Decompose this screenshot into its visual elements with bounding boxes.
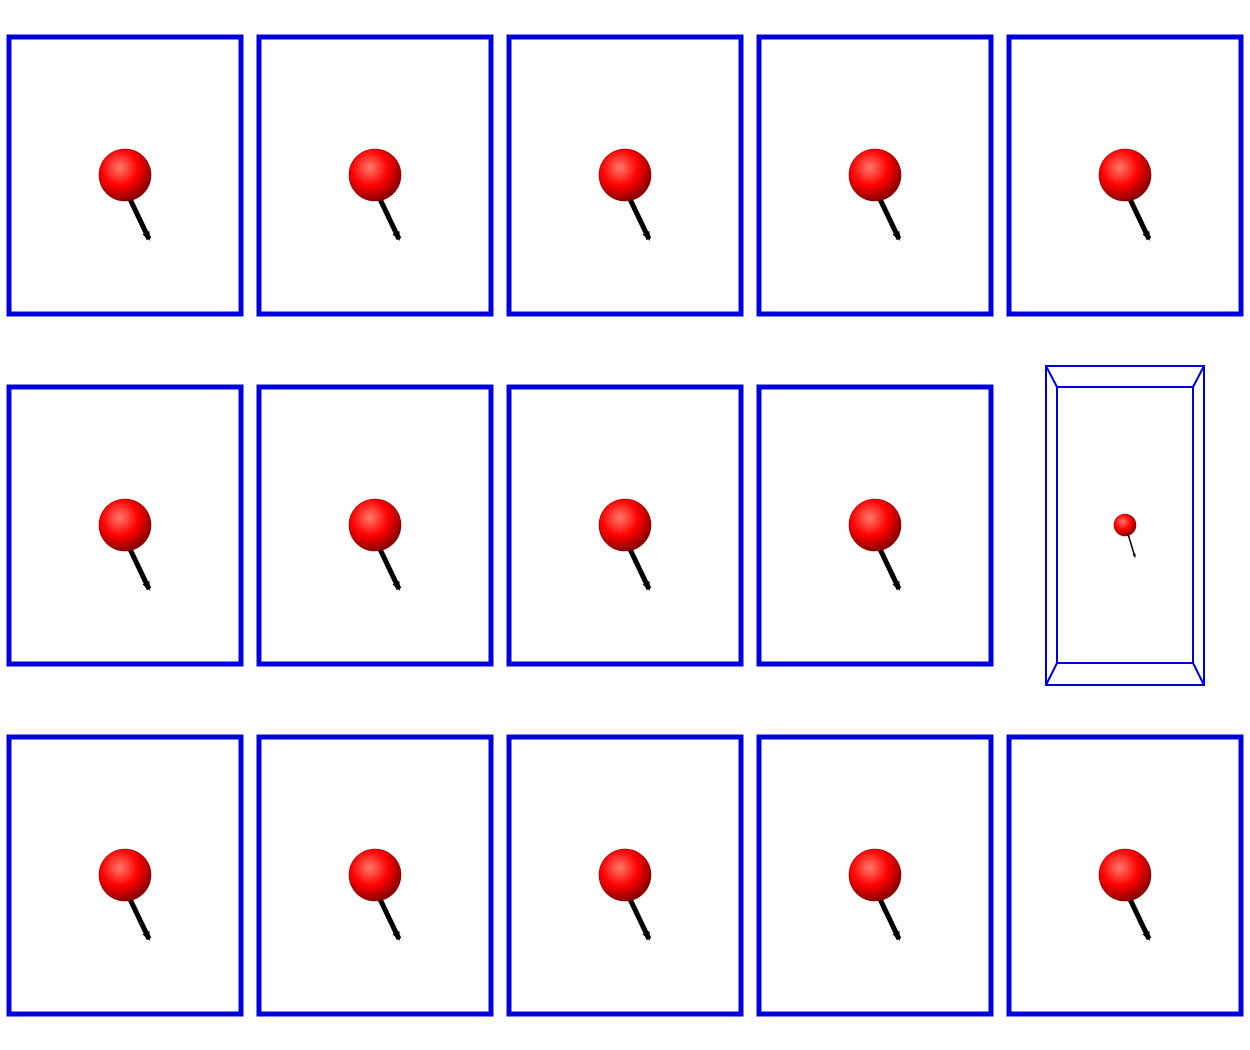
square-frame-icon [756,34,994,317]
red-sphere-icon [348,148,402,202]
velocity-arrow-icon [1126,195,1152,241]
velocity-arrow-icon [1126,895,1152,941]
square-frame-icon [1006,734,1244,1017]
square-frame-icon [6,384,244,667]
square-frame-icon [256,34,494,317]
panel-r1-c1 [256,384,494,667]
velocity-arrow-icon [876,195,902,241]
panel-r0-c3 [756,34,994,317]
panel-r2-c2 [506,734,744,1017]
panel-r1-c0 [6,384,244,667]
red-sphere-icon [848,848,902,902]
panel-r2-c3 [756,734,994,1017]
panel-r0-c0 [6,34,244,317]
square-frame-icon [506,34,744,317]
red-sphere-icon [598,848,652,902]
velocity-arrow-icon [626,545,652,591]
red-sphere-icon [98,848,152,902]
red-sphere-icon [598,498,652,552]
red-sphere-icon [348,498,402,552]
red-sphere-icon [348,848,402,902]
panels-layer [6,34,1244,1017]
red-sphere-icon [598,148,652,202]
square-frame-icon [756,384,994,667]
velocity-arrow-icon [876,545,902,591]
red-sphere-icon [1098,848,1152,902]
red-sphere-icon [1113,513,1137,537]
square-frame-icon [6,734,244,1017]
velocity-arrow-icon [1127,533,1136,558]
panel-r1-c2 [506,384,744,667]
velocity-arrow-icon [126,895,152,941]
red-sphere-icon [98,148,152,202]
square-frame-icon [506,734,744,1017]
square-frame-icon [1006,34,1244,317]
panel-r2-c0 [6,734,244,1017]
panel-r0-c2 [506,34,744,317]
red-sphere-icon [1098,148,1152,202]
square-frame-icon [756,734,994,1017]
red-sphere-icon [848,498,902,552]
panel-r1-c3 [756,384,994,667]
velocity-arrow-icon [376,545,402,591]
square-frame-icon [256,384,494,667]
velocity-arrow-icon [126,195,152,241]
red-sphere-icon [98,498,152,552]
velocity-arrow-icon [126,545,152,591]
square-frame-icon [506,384,744,667]
panel-r2-c1 [256,734,494,1017]
panel-r2-c4 [1006,734,1244,1017]
velocity-arrow-icon [626,195,652,241]
panel-r0-c1 [256,34,494,317]
velocity-arrow-icon [626,895,652,941]
red-sphere-icon [848,148,902,202]
square-frame-icon [256,734,494,1017]
velocity-arrow-icon [876,895,902,941]
panel-r0-c4 [1006,34,1244,317]
velocity-arrow-icon [376,895,402,941]
velocity-arrow-icon [376,195,402,241]
square-frame-icon [6,34,244,317]
3d-box-outline-icon [1045,365,1205,686]
